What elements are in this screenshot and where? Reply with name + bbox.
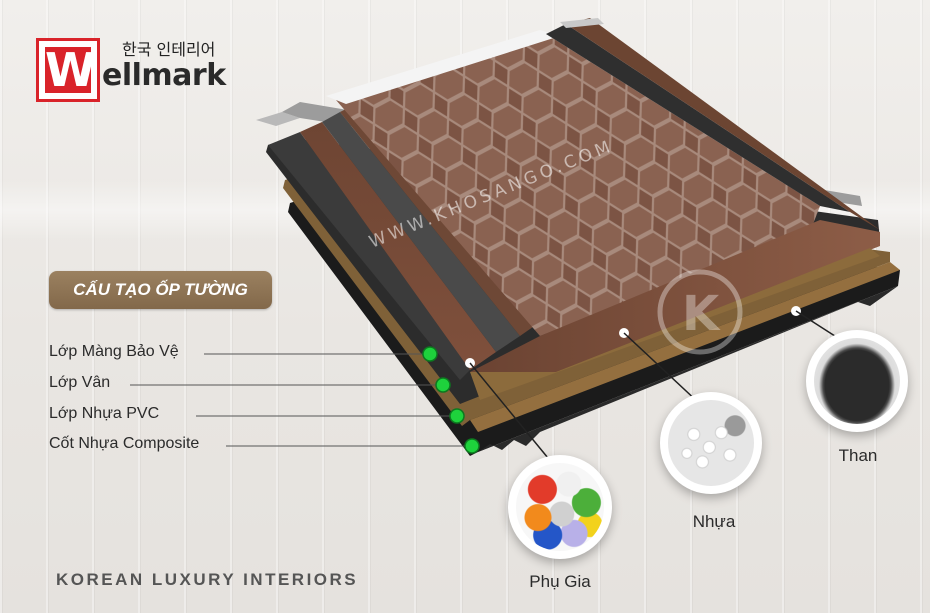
charcoal-powder-image <box>814 338 900 424</box>
right-channel-wood <box>566 18 880 230</box>
charcoal-material-circle <box>806 330 908 432</box>
logo-korean-text: 한국 인테리어 <box>122 40 216 59</box>
resin-material-circle <box>660 392 762 494</box>
structure-title: CẤU TẠO ỐP TƯỜNG <box>49 271 272 309</box>
logo-w-box: W <box>36 38 100 102</box>
logo-wordmark: ellmark <box>102 58 226 93</box>
wellmark-logo: 한국 인테리어 W ellmark <box>34 36 264 110</box>
connector-resin <box>623 332 701 405</box>
layer-label-composite-core: Cốt Nhựa Composite <box>49 435 200 452</box>
resin-pellets-image <box>668 400 754 486</box>
composite-core-ridges <box>478 286 898 452</box>
additive-label: Phụ Gia <box>529 572 591 591</box>
connector-charcoal <box>795 310 839 339</box>
pattern-face-layer <box>336 34 820 336</box>
groove-1 <box>268 132 470 380</box>
right-channel-trim <box>560 18 604 28</box>
svg-text:K: K <box>682 286 721 342</box>
green-markers <box>422 346 480 454</box>
groove-wood-1 <box>300 122 496 370</box>
additive-material-circle <box>508 455 612 559</box>
footer-tagline: KOREAN LUXURY INTERIORS <box>56 570 359 589</box>
front-wood-edge <box>470 220 880 372</box>
pvc-layer-edge <box>470 262 900 432</box>
groove-2 <box>322 112 520 352</box>
front-tan-edge <box>470 248 880 400</box>
layer-label-grain: Lớp Vân <box>49 374 111 391</box>
additive-image <box>516 463 604 551</box>
connector-additive <box>469 362 549 459</box>
watermark-logo: K <box>657 269 743 355</box>
layer-label-protective-film: Lớp Màng Bảo Vệ <box>49 343 179 360</box>
right-channel-1 <box>546 24 850 212</box>
logo-w-letter: W <box>45 43 96 97</box>
top-trim-white <box>326 30 560 104</box>
resin-label: Nhựa <box>692 512 736 531</box>
charcoal-label: Than <box>838 446 878 465</box>
film-strip-left <box>256 112 300 126</box>
layer-label-pvc: Lớp Nhựa PVC <box>49 405 160 422</box>
